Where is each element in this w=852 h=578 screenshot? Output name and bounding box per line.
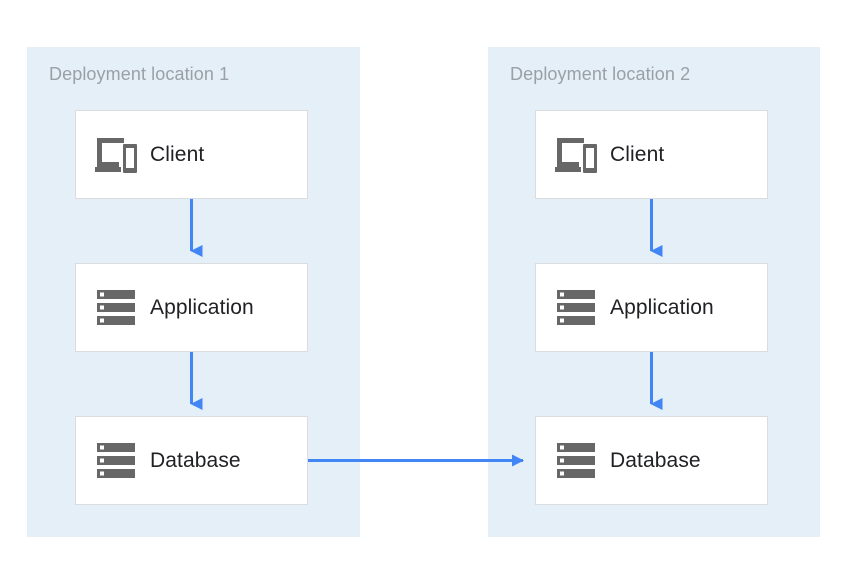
node-client-2[interactable]: Client [535, 110, 768, 199]
node-client-1-label: Client [150, 142, 205, 166]
client-devices-icon [92, 131, 140, 179]
server-stack-icon [552, 284, 600, 332]
client-devices-icon [552, 131, 600, 179]
deployment-location-2-label: Deployment location 2 [510, 64, 691, 84]
node-database-1[interactable]: Database [75, 416, 308, 505]
node-client-2-label: Client [610, 142, 665, 166]
server-stack-icon [92, 284, 140, 332]
node-database-1-label: Database [150, 448, 241, 472]
deployment-location-1-label: Deployment location 1 [49, 64, 230, 84]
node-application-2[interactable]: Application [535, 263, 768, 352]
server-stack-icon [552, 437, 600, 485]
node-database-2[interactable]: Database [535, 416, 768, 505]
server-stack-icon [92, 437, 140, 485]
node-client-1[interactable]: Client [75, 110, 308, 199]
node-application-1-label: Application [150, 295, 254, 319]
node-database-2-label: Database [610, 448, 701, 472]
node-application-2-label: Application [610, 295, 714, 319]
node-application-1[interactable]: Application [75, 263, 308, 352]
